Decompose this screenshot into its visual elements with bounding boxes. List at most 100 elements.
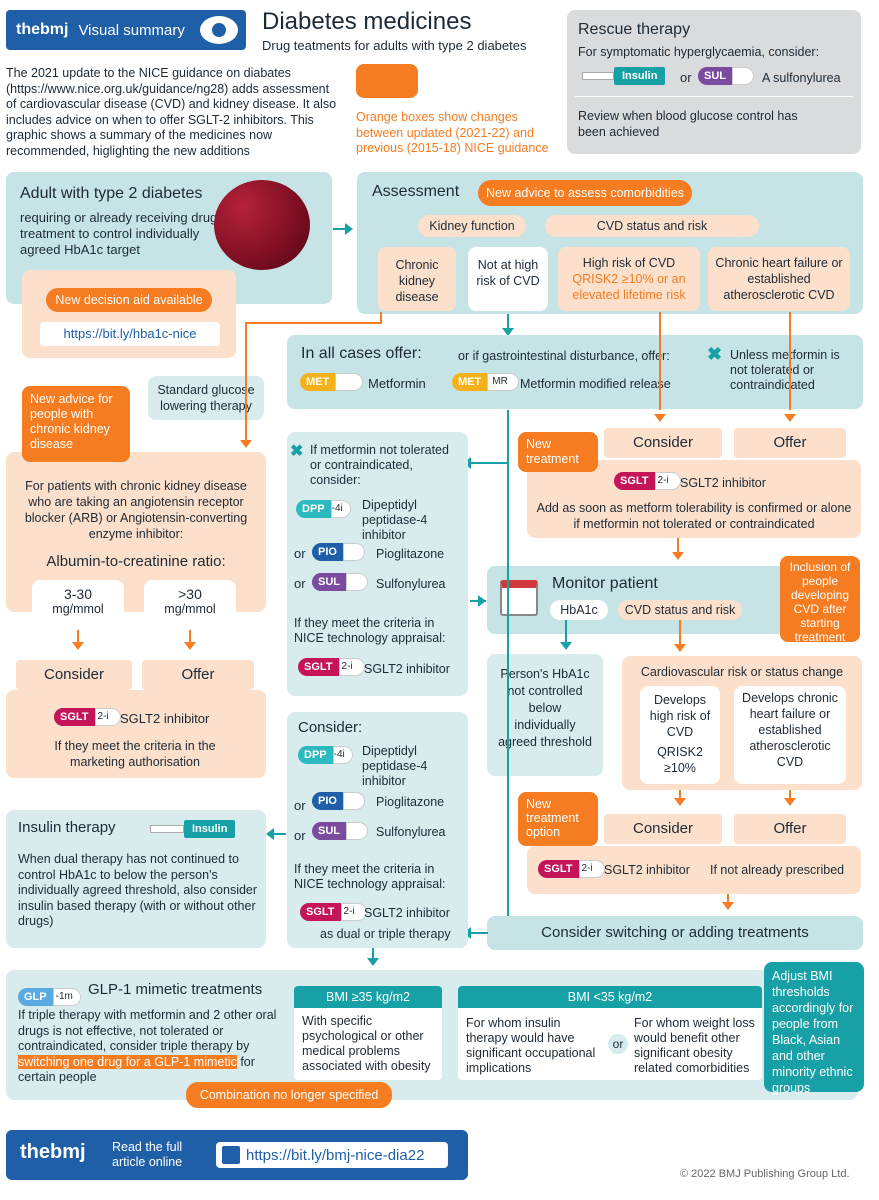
glp-text: If triple therapy with metformin and 2 o…	[18, 1008, 280, 1086]
bmi2-b: For whom weight loss would benefit other…	[634, 1016, 755, 1075]
consider-pio: Pioglitazone	[376, 795, 445, 809]
monitor-offer: Offer	[734, 814, 846, 844]
all-cases-title: In all cases offer:	[301, 345, 422, 362]
header-badge: thebmj Visual summary	[6, 10, 246, 50]
legend-swatch	[356, 64, 418, 98]
high-risk-label: High risk of CVD	[582, 256, 676, 270]
insulin-pen-icon: Insulin	[582, 67, 666, 85]
develops-qrisk: QRISK2 ≥10%	[657, 745, 703, 775]
gi-text: or if gastrointestinal disturbance, offe…	[458, 349, 670, 363]
acr-range-1-value: 3-30	[63, 586, 93, 602]
consider-criteria: If they meet the criteria in NICE techno…	[294, 862, 446, 891]
new-treatment-badge: New treatment	[518, 432, 598, 472]
intro-text: The 2021 update to the NICE guidance on …	[6, 66, 337, 158]
monitor-title: Monitor patient	[552, 575, 658, 592]
standard-therapy: Standard glucose lowering therapy	[148, 376, 264, 420]
eye-icon	[200, 16, 238, 44]
footer-link-text: https://bit.ly/bmj-nice-dia22	[246, 1146, 425, 1164]
copyright: © 2022 BMJ Publishing Group Ltd.	[680, 1168, 850, 1180]
sglt-consider: Consider	[604, 428, 722, 458]
not-controlled: Person's HbA1c not controlled below indi…	[487, 654, 603, 776]
bmj-link-icon	[222, 1146, 240, 1164]
rescue-text: For symptomatic hyperglycaemia, consider…	[578, 45, 820, 59]
sglt-offer: Offer	[734, 428, 846, 458]
assessment-title: Assessment	[372, 183, 460, 200]
consider-or-2: or	[294, 828, 306, 843]
combination-badge: Combination no longer specified	[186, 1082, 392, 1108]
sglt-panel	[527, 460, 861, 538]
ckd-cell: Chronic kidney disease	[378, 247, 456, 311]
unless-text: Unless metformin is not tolerated or con…	[730, 348, 840, 392]
bmi2-or: or	[608, 1034, 628, 1054]
bmi2-body: For whom insulin therapy would have sign…	[458, 1008, 762, 1080]
cvd-status: CVD status and risk	[545, 215, 759, 237]
ckd-new-badge: New advice for people with chronic kidne…	[22, 386, 130, 462]
insulin-text: When dual therapy has not continued to c…	[18, 852, 258, 928]
insulin-title: Insulin therapy	[18, 819, 116, 836]
notol-criteria: If they meet the criteria in NICE techno…	[294, 616, 446, 645]
brand-logo: thebmj	[16, 21, 69, 38]
sul-pill-icon-2: SUL	[312, 573, 368, 591]
insulin-pen-icon-2: Insulin	[150, 820, 236, 838]
acr-range-1-unit: mg/mmol	[52, 602, 104, 616]
glp-title: GLP-1 mimetic treatments	[88, 981, 263, 998]
sul-pill-icon: SUL	[698, 67, 754, 85]
footer-brand: thebmj	[20, 1141, 86, 1163]
rescue-sulfonylurea: A sulfonylurea	[762, 71, 841, 85]
notol-or-2: or	[294, 576, 306, 591]
sul-pill-icon-3: SUL	[312, 822, 368, 840]
adult-title: Adult with type 2 diabetes	[20, 185, 203, 202]
develops-high-risk-label: Develops high risk of CVD	[649, 693, 711, 739]
glp-pill-icon: GLP -1m	[18, 988, 81, 1006]
kidney-function: Kidney function	[418, 215, 526, 237]
cross-icon: ✖	[707, 344, 723, 364]
high-risk-cvd: High risk of CVD QRISK2 ≥10% or an eleva…	[558, 247, 700, 311]
notol-or-1: or	[294, 546, 306, 561]
ckd-text: For patients with chronic kidney disease…	[24, 479, 248, 541]
consider-or-1: or	[294, 798, 306, 813]
footer-read: Read the full article online	[112, 1140, 183, 1169]
not-high-risk: Not at high risk of CVD	[468, 247, 548, 311]
monitor-hba1c: HbA1c	[550, 600, 608, 620]
glp-text-2: for certain people	[18, 1054, 255, 1085]
ckd-sglt-label: SGLT2 inhibitor	[120, 711, 210, 726]
ckd-consider: Consider	[16, 660, 132, 690]
acr-range-1: 3-30 mg/mmol	[32, 580, 124, 630]
consider-sglt: SGLT2 inhibitor	[364, 906, 450, 920]
pio-pill-icon: PIO	[312, 543, 365, 561]
bmi2-a: For whom insulin therapy would have sign…	[466, 1016, 596, 1075]
consider-sul: Sulfonylurea	[376, 825, 446, 839]
notol-pio: Pioglitazone	[376, 547, 445, 561]
acr-range-2-unit: mg/mmol	[164, 602, 216, 616]
notol-dpp: Dipeptidyl peptidase-4 inhibitor	[362, 498, 428, 542]
footer-link[interactable]: https://bit.ly/bmj-nice-dia22	[216, 1142, 448, 1168]
assessment-new: New advice to assess comorbidities	[478, 180, 692, 206]
glp-highlight: switching one drug for a GLP-1 mimetic	[18, 1054, 237, 1069]
metformin-mr-label: Metformin modified release	[520, 377, 671, 391]
ckd-sglt-panel	[6, 690, 266, 778]
dpp-pill-icon-2: DPP-4i	[298, 746, 353, 764]
chf-cell: Chronic heart failure or established ath…	[708, 247, 850, 311]
consider-dpp: Dipeptidyl peptidase-4 inhibitor	[362, 744, 428, 788]
hba1c-link[interactable]: https://bit.ly/hba1c-nice	[40, 322, 220, 346]
acr-label: Albumin-to-creatinine ratio:	[46, 553, 226, 570]
pio-pill-icon-2: PIO	[312, 792, 365, 810]
not-tolerated-panel	[287, 432, 468, 696]
ckd-criteria: If they meet the criteria in the marketi…	[54, 739, 216, 769]
page-subtitle: Drug teatments for adults with type 2 di…	[262, 38, 527, 53]
bmi1-header: BMI ≥35 kg/m2	[294, 986, 442, 1008]
dpp-pill-icon: DPP-4i	[296, 500, 351, 518]
switch-panel: Consider switching or adding treatments	[487, 916, 863, 950]
rescue-title: Rescue therapy	[578, 21, 691, 38]
monitor-consider: Consider	[604, 814, 722, 844]
bmi2-header: BMI <35 kg/m2	[458, 986, 762, 1008]
metformin-label: Metformin	[368, 376, 426, 391]
sglt-text: Add as soon as metform tolerability is c…	[536, 501, 852, 531]
develops-high-risk: Develops high risk of CVD QRISK2 ≥10%	[640, 686, 720, 784]
blood-cells-image	[214, 180, 310, 270]
rescue-or: or	[680, 70, 692, 85]
